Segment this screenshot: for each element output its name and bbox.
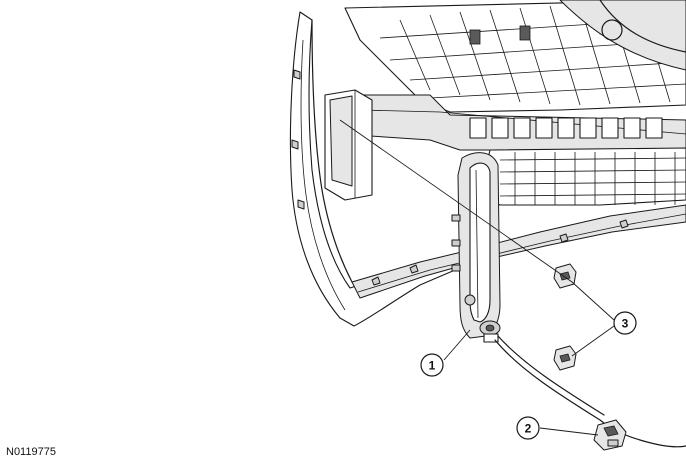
callout-1: 1 — [420, 353, 444, 377]
upper-grille — [344, 0, 686, 113]
callout-3-label: 3 — [622, 317, 629, 331]
wiring-harness-part-2 — [494, 335, 686, 451]
callout-2-label: 2 — [525, 422, 532, 436]
lamp-bracket-part-1 — [451, 152, 501, 343]
leader-lines — [339, 119, 615, 436]
callout-1-label: 1 — [429, 359, 436, 373]
bumper-cover — [289, 11, 686, 327]
bumper-reinforcement — [324, 89, 686, 201]
lower-grille — [479, 147, 686, 206]
retaining-clips-part-3 — [553, 263, 577, 371]
callout-2: 2 — [516, 416, 540, 440]
figure-reference-code: N0119775 — [6, 446, 56, 458]
callout-3: 3 — [613, 311, 637, 335]
